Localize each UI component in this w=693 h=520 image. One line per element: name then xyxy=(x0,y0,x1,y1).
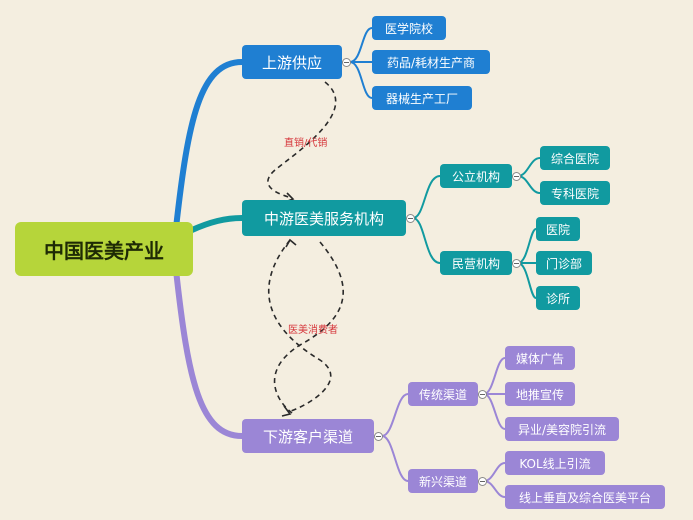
relation-label-up-mid: 直销/代销 xyxy=(284,138,328,149)
leaf-label: 异业/美容院引流 xyxy=(517,422,607,437)
upstream-node[interactable]: 上游供应 xyxy=(242,45,342,79)
private-leaf-3[interactable]: 诊所 xyxy=(536,286,580,310)
leaf-label: 传统渠道 xyxy=(418,387,467,402)
leaf-label: 药品/耗材生产商 xyxy=(386,55,476,70)
private-leaf-1[interactable]: 医院 xyxy=(536,217,580,241)
downstream-collapse-toggle[interactable] xyxy=(374,432,383,441)
midstream-collapse-toggle[interactable] xyxy=(406,214,415,223)
leaf-label: 地推宣传 xyxy=(515,387,564,402)
branch-downstream-line xyxy=(173,267,245,439)
leaf-label: 医院 xyxy=(545,222,570,237)
traditional-leaf-2[interactable]: 地推宣传 xyxy=(505,382,575,406)
leaf-label: 综合医院 xyxy=(550,151,599,166)
relation-mid-down-curve-a xyxy=(267,239,332,413)
relation-mid-down-curve-b xyxy=(273,241,344,414)
upstream-collapse-toggle[interactable] xyxy=(342,58,351,67)
leaf-label: 线上垂直及综合医美平台 xyxy=(518,490,651,505)
traditional-leaf-3[interactable]: 异业/美容院引流 xyxy=(505,417,619,441)
leaf-label: 门诊部 xyxy=(545,256,582,271)
emerging-leaf-1[interactable]: KOL线上引流 xyxy=(505,451,605,475)
leaf-label: 公立机构 xyxy=(451,169,500,184)
leaf-label: 民营机构 xyxy=(451,256,500,271)
relation-label-mid-down: 医美消费者 xyxy=(288,325,338,336)
upstream-leaf-1[interactable]: 医学院校 xyxy=(372,16,446,40)
branch-upstream-line xyxy=(173,59,245,231)
leaf-label: 器械生产工厂 xyxy=(385,91,458,106)
branch-midstream-line xyxy=(189,215,245,233)
leaf-label: 诊所 xyxy=(545,291,570,306)
public-leaf-2[interactable]: 专科医院 xyxy=(540,181,610,205)
private-leaf-2[interactable]: 门诊部 xyxy=(536,251,592,275)
emerging-leaf-2[interactable]: 线上垂直及综合医美平台 xyxy=(505,485,665,509)
downstream-node[interactable]: 下游客户渠道 xyxy=(242,419,374,453)
leaf-label: 新兴渠道 xyxy=(418,474,467,489)
public-leaf-1[interactable]: 综合医院 xyxy=(540,146,610,170)
private-institution-node[interactable]: 民营机构 xyxy=(440,251,512,275)
leaf-label: 医学院校 xyxy=(384,21,433,36)
public-collapse-toggle[interactable] xyxy=(512,172,521,181)
emerging-channel-node[interactable]: 新兴渠道 xyxy=(408,469,478,493)
leaf-label: KOL线上引流 xyxy=(519,456,591,471)
downstream-label: 下游客户渠道 xyxy=(262,427,353,446)
leaf-label: 媒体广告 xyxy=(515,351,564,366)
midstream-label: 中游医美服务机构 xyxy=(263,209,384,228)
upstream-leaf-3[interactable]: 器械生产工厂 xyxy=(372,86,472,110)
traditional-channel-node[interactable]: 传统渠道 xyxy=(408,382,478,406)
midstream-node[interactable]: 中游医美服务机构 xyxy=(242,200,406,236)
public-institution-node[interactable]: 公立机构 xyxy=(440,164,512,188)
leaf-label: 专科医院 xyxy=(550,186,599,201)
traditional-leaf-1[interactable]: 媒体广告 xyxy=(505,346,575,370)
upstream-leaf-2[interactable]: 药品/耗材生产商 xyxy=(372,50,490,74)
emerging-collapse-toggle[interactable] xyxy=(478,477,487,486)
private-collapse-toggle[interactable] xyxy=(512,259,521,268)
traditional-collapse-toggle[interactable] xyxy=(478,390,487,399)
root-node[interactable]: 中国医美产业 xyxy=(15,222,193,276)
upstream-label: 上游供应 xyxy=(261,53,322,72)
root-label: 中国医美产业 xyxy=(44,238,164,263)
